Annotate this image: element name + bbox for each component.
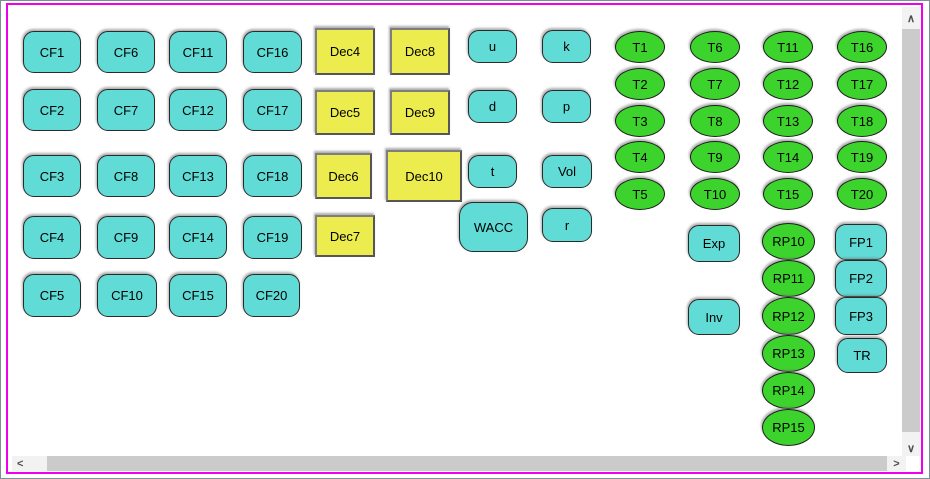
- scroll-down-icon[interactable]: ∨: [902, 441, 920, 456]
- scroll-right-icon[interactable]: >: [887, 456, 906, 471]
- rp13-node[interactable]: RP13: [762, 335, 815, 372]
- t20-node[interactable]: T20: [837, 178, 887, 210]
- vol-button[interactable]: Vol: [542, 155, 592, 188]
- t7-node[interactable]: T7: [690, 68, 740, 100]
- t6-node[interactable]: T6: [690, 31, 740, 63]
- rp10-node[interactable]: RP10: [762, 223, 815, 260]
- t15-node[interactable]: T15: [763, 178, 813, 210]
- t3-node[interactable]: T3: [615, 105, 665, 137]
- fp1-button[interactable]: FP1: [835, 224, 887, 260]
- t11-node[interactable]: T11: [763, 31, 813, 63]
- p-button[interactable]: p: [542, 90, 591, 123]
- t12-node[interactable]: T12: [763, 68, 813, 100]
- t1-node[interactable]: T1: [615, 31, 665, 63]
- t2-node[interactable]: T2: [615, 68, 665, 100]
- k-button[interactable]: k: [542, 30, 591, 63]
- t9-node[interactable]: T9: [690, 141, 740, 173]
- horizontal-scrollbar[interactable]: < >: [12, 456, 906, 471]
- cf15-button[interactable]: CF15: [169, 274, 227, 317]
- cf10-button[interactable]: CF10: [97, 274, 157, 317]
- cf20-button[interactable]: CF20: [243, 274, 300, 317]
- cf6-button[interactable]: CF6: [97, 31, 155, 73]
- inv-button[interactable]: Inv: [688, 299, 740, 335]
- t16-node[interactable]: T16: [837, 31, 887, 63]
- tr-button[interactable]: TR: [837, 338, 887, 373]
- t5-node[interactable]: T5: [615, 178, 665, 210]
- dec6-button[interactable]: Dec6: [315, 153, 372, 199]
- t17-node[interactable]: T17: [837, 68, 887, 100]
- cf5-button[interactable]: CF5: [23, 274, 81, 317]
- t18-node[interactable]: T18: [837, 105, 887, 137]
- cf4-button[interactable]: CF4: [23, 216, 81, 259]
- cf2-button[interactable]: CF2: [23, 89, 81, 131]
- dec4-button[interactable]: Dec4: [315, 28, 375, 75]
- rp15-node[interactable]: RP15: [762, 409, 815, 446]
- rp11-node[interactable]: RP11: [762, 260, 815, 297]
- d-button[interactable]: d: [468, 90, 517, 123]
- fp3-button[interactable]: FP3: [835, 297, 887, 335]
- t13-node[interactable]: T13: [763, 105, 813, 137]
- dec5-button[interactable]: Dec5: [315, 90, 375, 135]
- cf8-button[interactable]: CF8: [97, 155, 155, 197]
- cf1-button[interactable]: CF1: [23, 31, 81, 73]
- scroll-up-icon[interactable]: ∧: [902, 7, 920, 29]
- t8-node[interactable]: T8: [690, 105, 740, 137]
- u-button[interactable]: u: [468, 30, 517, 63]
- cf19-button[interactable]: CF19: [243, 216, 302, 259]
- vertical-scroll-thumb[interactable]: [902, 29, 920, 432]
- t-button[interactable]: t: [468, 155, 517, 188]
- rp12-node[interactable]: RP12: [762, 297, 815, 335]
- vertical-scrollbar[interactable]: ∧ ∨: [902, 7, 920, 456]
- cf11-button[interactable]: CF11: [169, 31, 227, 73]
- cf12-button[interactable]: CF12: [169, 89, 227, 131]
- rp14-node[interactable]: RP14: [762, 372, 815, 409]
- scroll-left-icon[interactable]: <: [12, 456, 47, 471]
- t19-node[interactable]: T19: [837, 141, 887, 173]
- dec7-button[interactable]: Dec7: [315, 215, 375, 257]
- cf7-button[interactable]: CF7: [97, 89, 155, 131]
- exp-button[interactable]: Exp: [688, 225, 740, 262]
- dec10-button[interactable]: Dec10: [386, 150, 462, 202]
- r-button[interactable]: r: [542, 208, 592, 242]
- wacc-button[interactable]: WACC: [459, 202, 528, 252]
- cf9-button[interactable]: CF9: [97, 216, 155, 259]
- cf18-button[interactable]: CF18: [243, 155, 302, 197]
- dec9-button[interactable]: Dec9: [390, 90, 450, 135]
- cf14-button[interactable]: CF14: [169, 216, 227, 259]
- t14-node[interactable]: T14: [763, 141, 813, 173]
- horizontal-scroll-thumb[interactable]: [47, 456, 887, 471]
- t10-node[interactable]: T10: [690, 178, 740, 210]
- cf17-button[interactable]: CF17: [243, 89, 302, 131]
- cf13-button[interactable]: CF13: [169, 155, 227, 197]
- cf3-button[interactable]: CF3: [23, 155, 81, 197]
- cf16-button[interactable]: CF16: [243, 31, 302, 73]
- fp2-button[interactable]: FP2: [835, 260, 887, 297]
- dec8-button[interactable]: Dec8: [390, 28, 450, 75]
- t4-node[interactable]: T4: [615, 141, 665, 173]
